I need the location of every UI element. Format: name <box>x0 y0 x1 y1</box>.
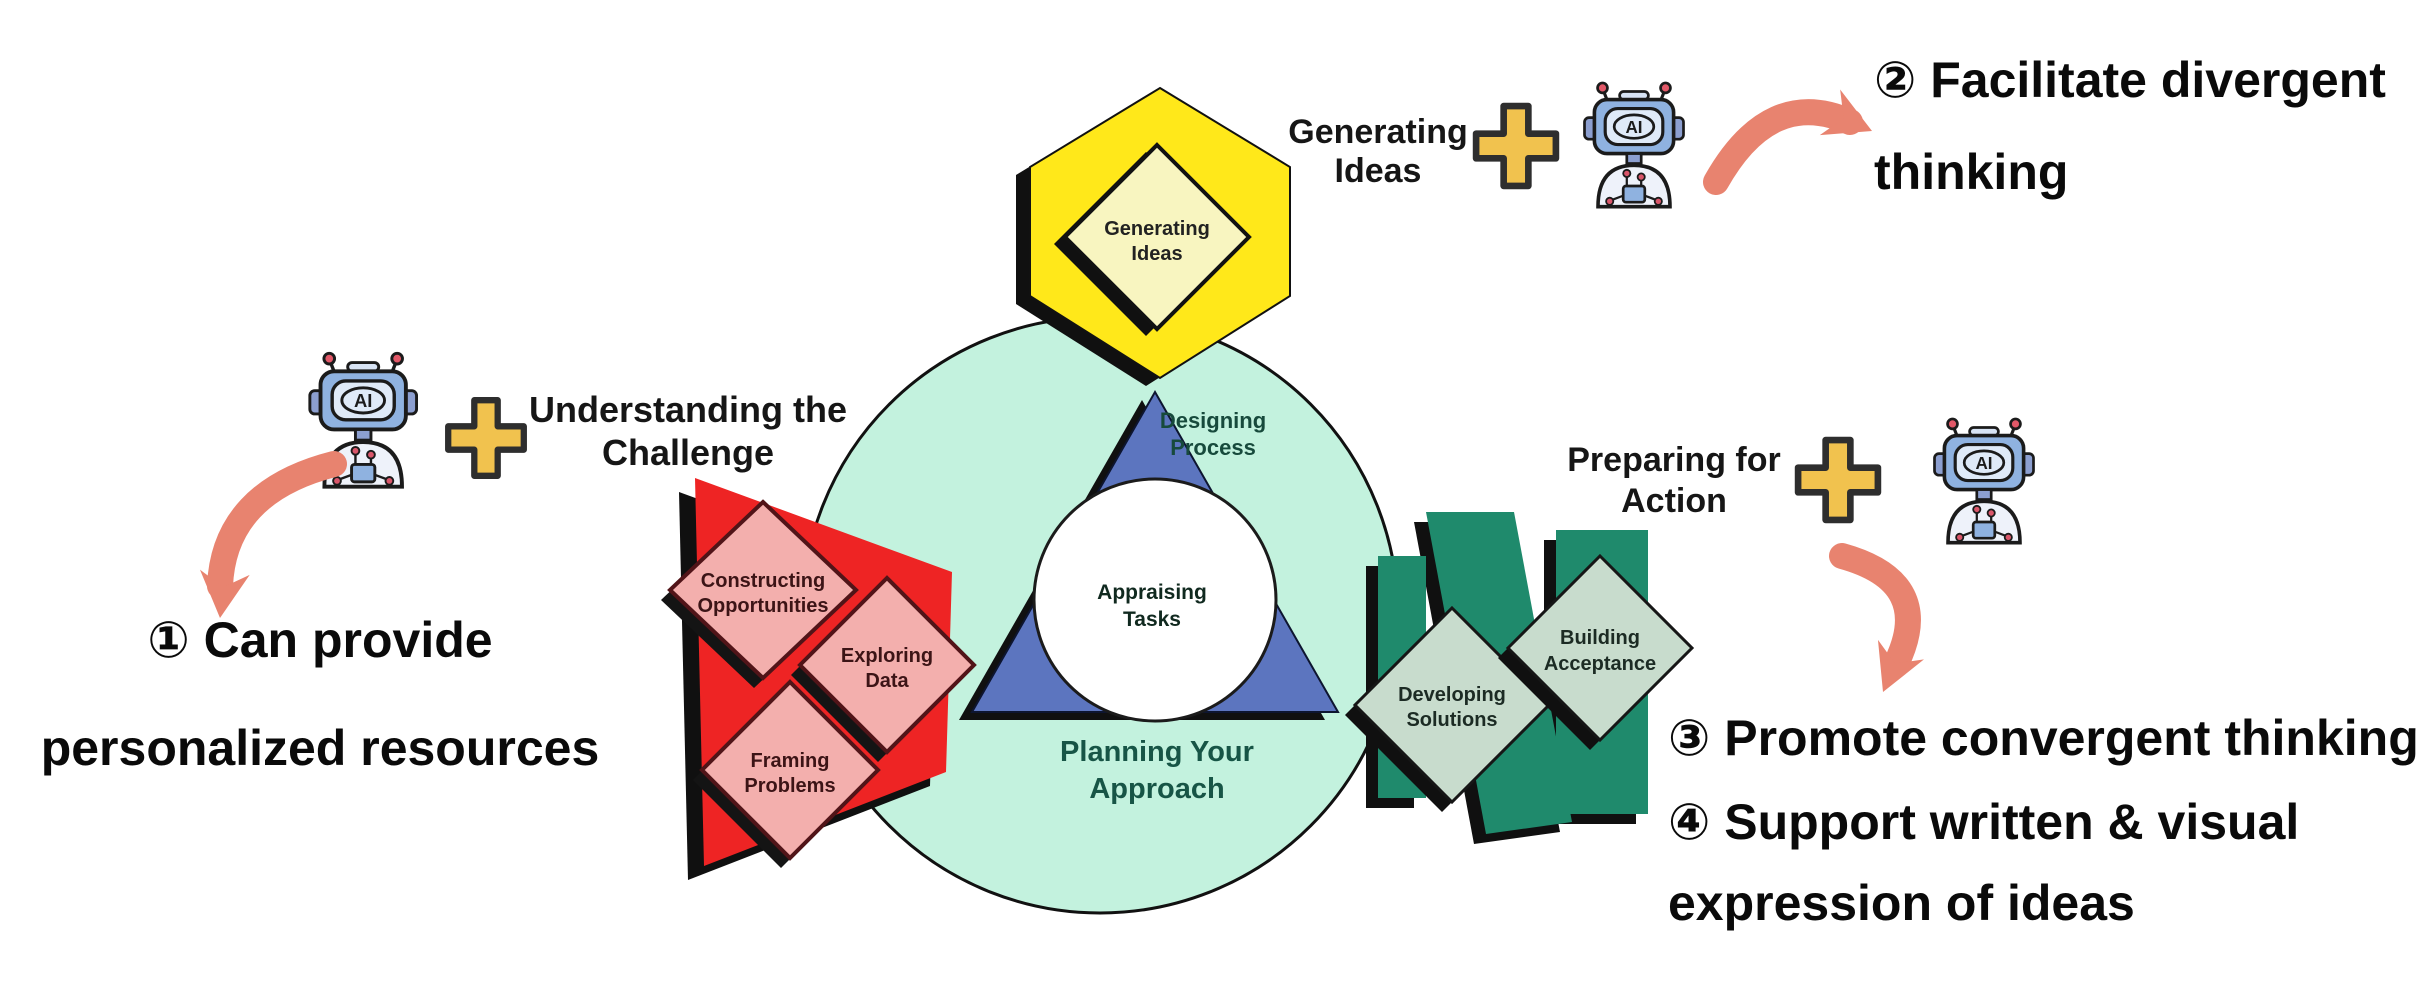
note-4-line-1: ④ Support written & visual <box>1668 794 2299 850</box>
exploring-label-2: Data <box>865 670 909 692</box>
appraising-label-1: Appraising <box>1097 581 1207 604</box>
generating-diamond-label-1: Generating <box>1104 218 1210 240</box>
appraising-circle <box>1032 477 1278 723</box>
curved-arrow-down-left-icon <box>195 451 347 621</box>
annotation-preparing: Preparing for Action ③ Promote convergen… <box>1567 417 2416 931</box>
designing-label-1: Designing <box>1160 408 1266 433</box>
understanding-label-1: Understanding the <box>529 389 847 430</box>
preparing-label-2: Action <box>1621 482 1727 520</box>
building-label-1: Building <box>1560 627 1640 649</box>
curved-arrow-down-icon <box>1829 543 1924 702</box>
planning-label-1: Planning Your <box>1060 736 1254 768</box>
note-2-line-1: ② Facilitate divergent <box>1874 52 2386 108</box>
understanding-label-2: Challenge <box>602 432 774 473</box>
constructing-label-1: Constructing <box>701 570 825 592</box>
generating-label-2: Ideas <box>1335 152 1422 190</box>
note-3-line-1: ③ Promote convergent thinking <box>1668 710 2416 766</box>
exploring-label-1: Exploring <box>841 645 933 667</box>
developing-label-1: Developing <box>1398 684 1506 706</box>
note-2-line-2: thinking <box>1874 144 2068 200</box>
preparing-label-1: Preparing for <box>1567 441 1780 479</box>
curved-arrow-up-right-icon <box>1703 89 1883 195</box>
note-1-line-1: ① Can provide <box>147 612 492 668</box>
plus-icon <box>1476 106 1556 186</box>
note-4-line-2: expression of ideas <box>1668 875 2135 931</box>
constructing-label-2: Opportunities <box>697 595 828 617</box>
generating-hexagon: Generating Ideas <box>1016 86 1291 386</box>
designing-label-2: Process <box>1170 435 1256 460</box>
building-acceptance-diamond: Building Acceptance <box>1498 553 1695 750</box>
generating-label-1: Generating <box>1288 113 1467 151</box>
annotation-generating: Generating Ideas ② Facilitate divergent … <box>1288 52 2386 209</box>
developing-label-2: Solutions <box>1406 709 1497 731</box>
appraising-label-2: Tasks <box>1123 608 1181 631</box>
plus-icon <box>1798 440 1878 520</box>
exploring-data-diamond: Exploring Data <box>791 575 977 762</box>
constructing-opportunities-diamond: Constructing Opportunities <box>661 499 859 688</box>
planning-label-2: Approach <box>1089 773 1224 805</box>
cps-model: Constructing Opportunities Exploring Dat… <box>661 86 1695 915</box>
framing-label-2: Problems <box>744 775 835 797</box>
framing-problems-diamond: Framing Problems <box>693 679 881 868</box>
annotation-understanding: Understanding the Challenge ① Can provid… <box>41 351 847 776</box>
plus-icon <box>448 400 524 476</box>
generating-diamond-label-2: Ideas <box>1131 243 1182 265</box>
framing-label-1: Framing <box>751 750 830 772</box>
building-label-2: Acceptance <box>1544 653 1656 675</box>
robot-icon <box>1932 417 2036 545</box>
note-1-line-2: personalized resources <box>41 720 600 776</box>
robot-icon <box>1582 81 1686 209</box>
